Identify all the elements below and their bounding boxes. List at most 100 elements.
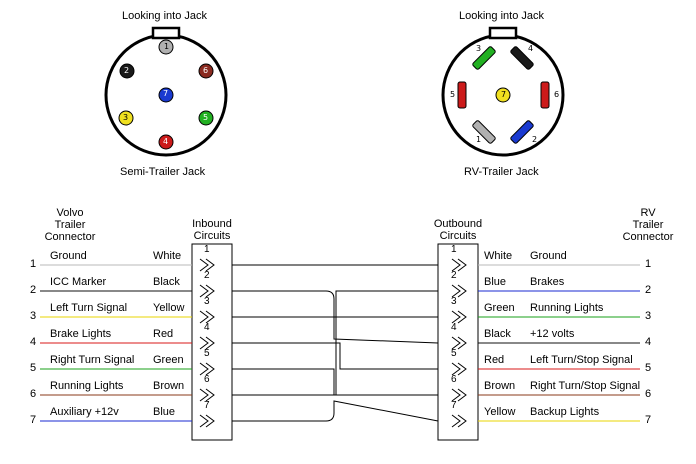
rv-jack-blade: [472, 46, 496, 70]
volvo-pin-number: 2: [30, 284, 37, 296]
semi-pin-2-label: 2: [124, 66, 130, 75]
rv-wire-color: Black: [484, 328, 511, 340]
inbound-chevron: [199, 336, 209, 350]
rv-circuit-name: +12 volts: [530, 328, 575, 340]
rv-jack-pins: [457, 46, 550, 144]
rv-header-1: RV: [640, 207, 656, 219]
rv-pin-3-label: 3: [476, 44, 482, 53]
cross-wire: [232, 290, 438, 396]
rv-jack-blade: [457, 81, 467, 109]
semi-pin-1-label: 1: [164, 42, 170, 51]
rv-jack-pin: [495, 87, 511, 103]
inbound-header-1: Inbound: [192, 218, 232, 230]
volvo-circuit-name: Auxiliary +12v: [50, 406, 119, 418]
inbound-number: 7: [204, 400, 210, 411]
rv-circuit-name: Ground: [530, 250, 567, 262]
inbound-chevron: [205, 362, 215, 376]
outbound-chevron: [457, 258, 467, 272]
semi-jack-pin: [119, 63, 135, 79]
cross-wire: [232, 400, 439, 422]
rv-pin-4-label: 4: [528, 44, 534, 53]
rv-header-2: Trailer: [632, 219, 664, 231]
inbound-header-2: Circuits: [193, 230, 231, 242]
outbound-chevron: [451, 336, 461, 350]
inbound-chevron: [199, 258, 209, 272]
rv-pin-number: 3: [645, 310, 652, 322]
outbound-chevron: [451, 362, 461, 376]
semi-jack-caption-top: Looking into Jack: [122, 10, 207, 22]
volvo-header-3: Connector: [44, 231, 96, 243]
rv-pin-7-label: 7: [501, 90, 507, 99]
inbound-number: 3: [204, 296, 210, 307]
semi-jack-pin: [158, 87, 174, 103]
outbound-chevron: [451, 284, 461, 298]
volvo-circuit-name: Ground: [50, 250, 87, 262]
inbound-chevron: [205, 284, 215, 298]
chevrons: [199, 258, 467, 428]
cross-wire: [232, 368, 438, 396]
inbound-chevron: [205, 388, 215, 402]
volvo-pin-number: 1: [30, 258, 37, 270]
outbound-header-2: Circuits: [439, 230, 477, 242]
rv-wire-color: Brown: [484, 380, 516, 392]
inbound-chevron: [199, 414, 209, 428]
outbound-chevron: [451, 310, 461, 324]
semi-pin-3-label: 3: [123, 113, 129, 122]
rv-jack-blade: [540, 81, 550, 109]
rv-circuit-name: Running Lights: [530, 302, 604, 314]
outbound-chevron: [457, 414, 467, 428]
cross-wire: [232, 290, 439, 344]
rv-circuit-name: Backup Lights: [530, 406, 600, 418]
rv-pin-6-label: 6: [554, 90, 560, 99]
cross-wire: [232, 342, 438, 370]
rv-pin-number: 5: [645, 362, 652, 374]
inbound-chevron: [205, 336, 215, 350]
outbound-number: 3: [451, 296, 457, 307]
outbound-number: 7: [451, 400, 457, 411]
rv-pin-number: 4: [645, 336, 652, 348]
inbound-chevron: [199, 284, 209, 298]
semi-jack-caption-bottom: Semi-Trailer Jack: [120, 166, 206, 178]
volvo-wire-color: White: [153, 250, 182, 262]
volvo-pin-number: 5: [30, 362, 37, 374]
inbound-number: 4: [204, 322, 210, 333]
semi-pin-5-label: 5: [203, 113, 209, 122]
inbound-chevron: [199, 310, 209, 324]
rv-wire-color: Blue: [484, 276, 507, 288]
inbound-number: 5: [204, 348, 210, 359]
outbound-number: 5: [451, 348, 457, 359]
rv-jack-blade: [510, 46, 534, 70]
semi-jack-pin: [198, 63, 214, 79]
volvo-circuit-name: Brake Lights: [50, 328, 112, 340]
volvo-circuit-name: ICC Marker: [50, 276, 107, 288]
rv-pin-1-label: 1: [476, 135, 482, 144]
semi-jack-pin: [118, 110, 134, 126]
rv-pin-number: 2: [645, 284, 652, 296]
volvo-wire-color: Blue: [153, 406, 176, 418]
outbound-number: 4: [451, 322, 457, 333]
inbound-chevron: [199, 388, 209, 402]
outbound-chevron: [457, 284, 467, 298]
outbound-chevron: [457, 336, 467, 350]
semi-jack-pin: [158, 134, 174, 150]
volvo-header-2: Trailer: [54, 219, 86, 231]
volvo-wire-color: Yellow: [153, 302, 185, 314]
semi-pin-7-label: 7: [163, 89, 169, 98]
inbound-chevron: [205, 310, 215, 324]
inbound-number: 6: [204, 374, 210, 385]
wires: [40, 264, 640, 422]
rv-jack-blade: [472, 120, 496, 144]
outbound-header-1: Outbound: [433, 218, 483, 230]
volvo-wire-color: Green: [153, 354, 184, 366]
volvo-wire-color: Red: [153, 328, 174, 340]
semi-jack-pin: [198, 110, 214, 126]
outbound-circuit-box: [437, 243, 479, 441]
inbound-chevron: [199, 362, 209, 376]
outbound-chevron: [457, 362, 467, 376]
rv-pin-number: 1: [645, 258, 652, 270]
rv-circuit-name: Left Turn/Stop Signal: [530, 354, 633, 366]
rv-pin-number: 7: [645, 414, 652, 426]
inbound-circuit-box: [191, 243, 233, 441]
